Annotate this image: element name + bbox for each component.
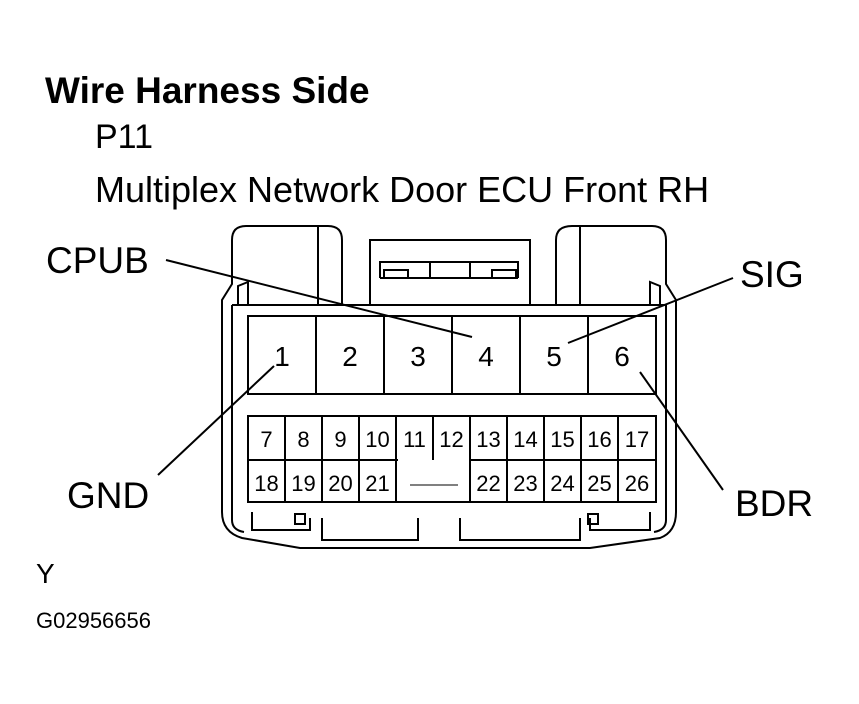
sig-label: SIG — [740, 254, 804, 295]
diagram-title: Wire Harness Side — [45, 70, 370, 111]
pin-21: 21 — [365, 471, 389, 496]
pin-1: 1 — [274, 341, 290, 372]
pin-2: 2 — [342, 341, 358, 372]
gnd-label: GND — [67, 475, 150, 516]
pin-11: 11 — [403, 427, 426, 452]
cpub-label: CPUB — [46, 240, 149, 281]
pin-4: 4 — [478, 341, 494, 372]
pin-23: 23 — [513, 471, 537, 496]
pin-7: 7 — [260, 427, 272, 452]
pin-8: 8 — [297, 427, 309, 452]
pin-13: 13 — [476, 427, 500, 452]
wire-color-label: Y — [36, 558, 55, 589]
component-name: Multiplex Network Door ECU Front RH — [95, 169, 710, 210]
pin-numbers: 1 2 3 4 5 6 7 8 9 10 11 12 13 14 15 16 1… — [254, 341, 649, 496]
figure-id: G02956656 — [36, 608, 151, 633]
connector-code: P11 — [95, 118, 153, 156]
pin-15: 15 — [550, 427, 574, 452]
pin-3: 3 — [410, 341, 426, 372]
bdr-label: BDR — [735, 483, 814, 524]
connector-housing — [221, 225, 677, 549]
bdr-leader — [639, 371, 724, 491]
pin-10: 10 — [365, 427, 389, 452]
pin-16: 16 — [587, 427, 611, 452]
pin-9: 9 — [334, 427, 346, 452]
pin-22: 22 — [476, 471, 500, 496]
pin-12: 12 — [439, 427, 463, 452]
pin-17: 17 — [625, 427, 649, 452]
pin-5: 5 — [546, 341, 562, 372]
pin-24: 24 — [550, 471, 574, 496]
leader-lines — [157, 259, 734, 491]
pin-6: 6 — [614, 341, 630, 372]
pin-14: 14 — [513, 427, 537, 452]
pin-19: 19 — [291, 471, 315, 496]
pin-25: 25 — [587, 471, 611, 496]
pin-20: 20 — [328, 471, 352, 496]
gnd-leader — [157, 365, 275, 476]
pin-18: 18 — [254, 471, 278, 496]
sig-leader — [567, 277, 734, 344]
cpub-leader — [165, 259, 473, 338]
pin-26: 26 — [625, 471, 649, 496]
